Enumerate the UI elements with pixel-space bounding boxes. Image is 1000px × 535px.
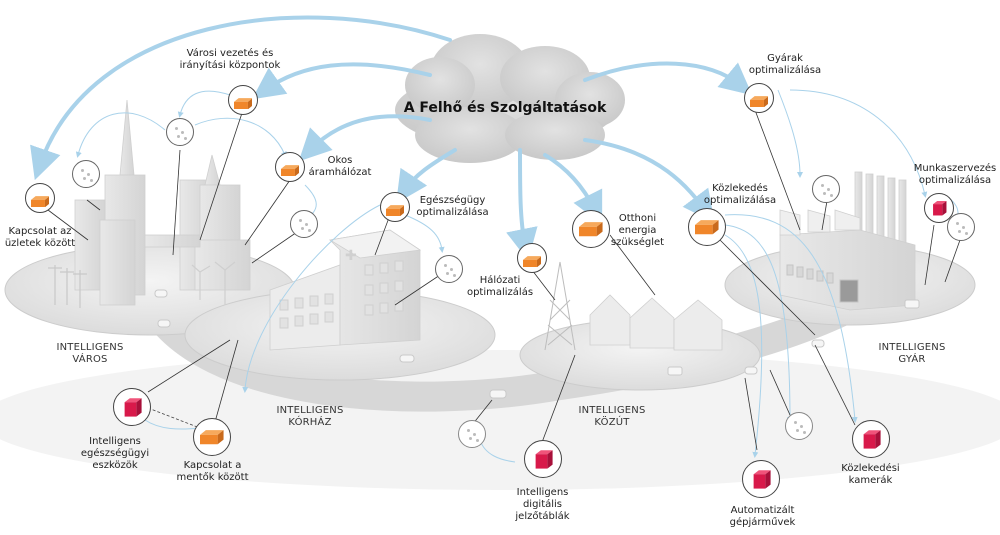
node-business[interactable] xyxy=(25,183,55,213)
orange-brick-icon xyxy=(695,220,719,239)
sensor-node[interactable] xyxy=(290,210,318,238)
dashed-link xyxy=(147,407,201,429)
crimson-cube-icon xyxy=(931,200,948,221)
orange-brick-icon xyxy=(233,94,253,113)
houses xyxy=(589,294,723,351)
cloud-title: A Felhő és Szolgáltatások xyxy=(403,100,607,116)
hospital-windows xyxy=(279,260,404,329)
sensor-node[interactable] xyxy=(947,213,975,241)
wind-turbines xyxy=(191,261,236,305)
node-factory-opt[interactable] xyxy=(744,83,774,113)
node-traffic-opt[interactable] xyxy=(688,208,726,246)
orange-brick-icon xyxy=(522,252,542,271)
node-signs[interactable] xyxy=(524,440,562,478)
local-arrows xyxy=(75,89,960,463)
node-network-opt[interactable] xyxy=(517,243,547,273)
leader-lines xyxy=(47,109,961,451)
cloud-shape xyxy=(395,34,625,163)
orange-brick-icon xyxy=(749,92,769,111)
factory-windows xyxy=(786,264,859,303)
orange-brick-icon xyxy=(30,192,50,211)
crimson-cube-icon xyxy=(122,397,143,422)
hospital-cross-icon: ✚ xyxy=(345,248,357,264)
cloud-arrows xyxy=(30,15,753,261)
sensor-node[interactable] xyxy=(72,160,100,188)
arrow-cloud-grid xyxy=(298,114,432,162)
crimson-cube-icon xyxy=(751,469,772,494)
node-smart-grid[interactable] xyxy=(275,152,305,182)
hospital-building xyxy=(269,229,422,351)
node-health-devices[interactable] xyxy=(113,388,151,426)
orange-brick-icon xyxy=(385,201,405,220)
crimson-cube-icon xyxy=(861,429,882,454)
arrow-cloud-business xyxy=(30,15,452,181)
node-health-opt[interactable] xyxy=(380,192,410,222)
orange-brick-icon xyxy=(200,430,224,449)
orange-brick-icon xyxy=(280,161,300,180)
arrow-cloud-network xyxy=(506,148,538,261)
power-poles xyxy=(48,265,87,308)
node-city-mgmt[interactable] xyxy=(228,85,258,115)
arrow-cloud-city-mgmt xyxy=(251,62,432,100)
arrow-cloud-home xyxy=(543,153,603,225)
crimson-cube-icon xyxy=(533,449,554,474)
cars xyxy=(154,289,920,399)
arrow-cloud-factory xyxy=(583,61,753,96)
node-autonomous[interactable] xyxy=(742,460,780,498)
sensor-node[interactable] xyxy=(458,420,486,448)
orange-brick-icon xyxy=(579,222,603,241)
arrow-cloud-health xyxy=(396,148,457,204)
sensor-node[interactable] xyxy=(435,255,463,283)
node-ambulance[interactable] xyxy=(193,418,231,456)
sensor-node[interactable] xyxy=(812,175,840,203)
sensor-node[interactable] xyxy=(166,118,194,146)
node-home-energy[interactable] xyxy=(572,210,610,248)
arrow-cloud-traffic xyxy=(583,138,715,223)
node-cameras[interactable] xyxy=(852,420,890,458)
cell-tower xyxy=(544,261,576,351)
sensor-node[interactable] xyxy=(785,412,813,440)
